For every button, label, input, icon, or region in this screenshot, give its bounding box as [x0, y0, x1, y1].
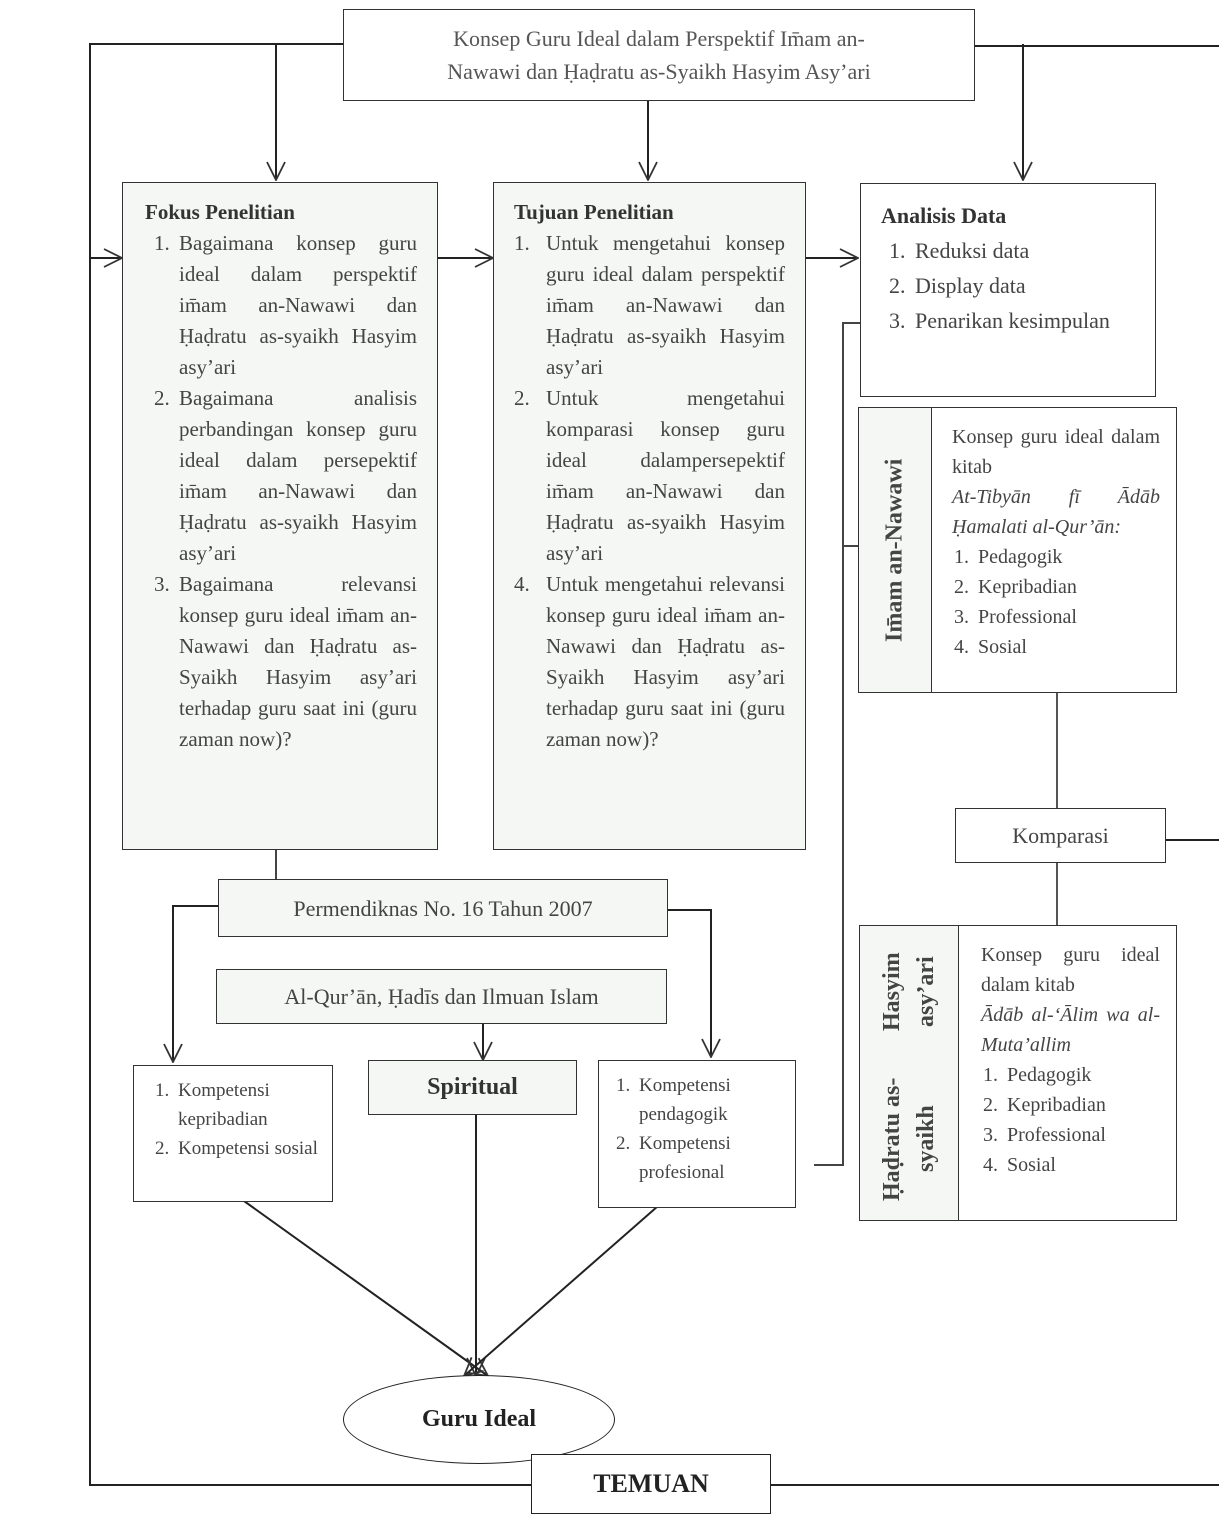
- tujuan-item-number: 1.: [514, 231, 530, 255]
- permendiknas-right-arrow: [667, 909, 711, 1057]
- hasyim-item: Professional: [1003, 1120, 1160, 1150]
- tujuan-item: Untuk mengetahui komparasi konsep guru i…: [546, 386, 785, 565]
- permendiknas-left-arrow: [173, 905, 218, 1062]
- komparasi-label: Komparasi: [1012, 823, 1109, 848]
- title-line-1: Konsep Guru Ideal dalam Perspektif Im̄am…: [453, 26, 865, 51]
- analisis-heading: Analisis Data: [881, 203, 1007, 228]
- analisis-item: Display data: [911, 268, 1145, 303]
- kompetensi-right-item: Kompetensi pendagogik: [635, 1071, 789, 1129]
- kompetensi-left-item: Kompetensi kepribadian: [174, 1076, 326, 1134]
- fokus-penelitian-box: Fokus Penelitian Bagaimana konsep guru i…: [122, 182, 438, 850]
- hasyim-label-line-1: Ḥaḍratu as-syaikh: [879, 1077, 939, 1201]
- tujuan-item: Untuk mengetahui relevansi konsep guru i…: [546, 572, 785, 751]
- tujuan-item-row: 4. Untuk mengetahui relevansi konsep gur…: [514, 569, 785, 755]
- hasyim-item: Pedagogik: [1003, 1060, 1160, 1090]
- kompetensi-left-item: Kompetensi sosial: [174, 1134, 326, 1163]
- guru-ideal-label: Guru Ideal: [421, 1406, 537, 1432]
- fokus-item: Bagaimana konsep guru ideal dalam perspe…: [175, 228, 417, 383]
- analisis-list: Reduksi data Display data Penarikan kesi…: [881, 233, 1145, 338]
- kompetensi-right-item: Kompetensi profesional: [635, 1129, 789, 1187]
- hasyim-label: Ḥaḍratu as-syaikh Hasyim asy’ari: [860, 926, 958, 1220]
- permendiknas-box: Permendiknas No. 16 Tahun 2007: [218, 879, 668, 937]
- nawawi-kitab: At-Tibyān fī Ādāb Ḥamalati al-Qur’ān:: [952, 486, 1160, 538]
- fokus-heading: Fokus Penelitian: [145, 200, 295, 224]
- hasyim-label-line-2: Hasyim asy’ari: [879, 952, 939, 1032]
- hasyim-intro: Konsep guru ideal dalam kitab: [981, 944, 1160, 996]
- temuan-label: TEMUAN: [593, 1469, 709, 1498]
- title-box: Konsep Guru Ideal dalam Perspektif Im̄am…: [343, 9, 975, 101]
- fokus-item: Bagaimana relevansi konsep guru ideal im…: [175, 569, 417, 755]
- kompetensi-left-list: Kompetensi kepribadian Kompetensi sosial: [152, 1076, 326, 1163]
- nawawi-item: Professional: [974, 602, 1160, 632]
- kompetensi-right-list: Kompetensi pendagogik Kompetensi profesi…: [613, 1071, 789, 1187]
- komparasi-box: Komparasi: [955, 808, 1166, 863]
- nawawi-intro: Konsep guru ideal dalam kitab: [952, 426, 1160, 478]
- tujuan-heading: Tujuan Penelitian: [514, 200, 674, 224]
- loop-left-line: [89, 43, 531, 1486]
- analisis-item: Reduksi data: [911, 233, 1145, 268]
- tujuan-list: 1. Untuk mengetahui konsep guru ideal da…: [514, 228, 785, 755]
- sources-box: Al-Qur’ān, Ḥadīs dan Ilmuan Islam: [216, 969, 667, 1024]
- nawawi-label-box: Im̄am an-Nawawi: [858, 407, 932, 693]
- tujuan-penelitian-box: Tujuan Penelitian 1. Untuk mengetahui ko…: [493, 182, 806, 850]
- tujuan-item-number: 4.: [514, 572, 530, 596]
- permendiknas-label: Permendiknas No. 16 Tahun 2007: [293, 895, 593, 921]
- tujuan-item: Untuk mengetahui konsep guru ideal dalam…: [546, 231, 785, 379]
- analisis-item: Penarikan kesimpulan: [911, 303, 1145, 338]
- guru-ideal-ellipse: Guru Ideal: [343, 1375, 615, 1464]
- nawawi-content-box: Konsep guru ideal dalam kitab At-Tibyān …: [931, 407, 1177, 693]
- spiritual-box: Spiritual: [368, 1060, 577, 1115]
- nawawi-list: Pedagogik Kepribadian Professional Sosia…: [952, 542, 1160, 662]
- hasyim-item: Kepribadian: [1003, 1090, 1160, 1120]
- spiritual-label: Spiritual: [427, 1074, 518, 1100]
- analisis-data-box: Analisis Data Reduksi data Display data …: [860, 183, 1156, 397]
- nawawi-item: Sosial: [974, 632, 1160, 662]
- nawawi-item: Pedagogik: [974, 542, 1160, 572]
- fokus-item: Bagaimana analisis perbandingan konsep g…: [175, 383, 417, 569]
- right-to-guru-arrow: [464, 1205, 659, 1376]
- kompetensi-left-box: Kompetensi kepribadian Kompetensi sosial: [133, 1065, 333, 1202]
- hasyim-item: Sosial: [1003, 1150, 1160, 1180]
- fokus-list: Bagaimana konsep guru ideal dalam perspe…: [145, 228, 417, 755]
- temuan-box: TEMUAN: [531, 1454, 771, 1514]
- left-to-guru-arrow: [243, 1200, 488, 1376]
- sources-label: Al-Qur’ān, Ḥadīs dan Ilmuan Islam: [284, 984, 599, 1009]
- hasyim-list: Pedagogik Kepribadian Professional Sosia…: [981, 1060, 1160, 1180]
- hasyim-kitab: Ādāb al-‘Ālim wa al-Muta’allim: [981, 1004, 1160, 1056]
- title-line-2: Nawawi dan Ḥaḍratu as-Syaikh Hasyim Asy’…: [447, 59, 871, 84]
- analisis-to-kompetensi-line: [814, 322, 862, 1166]
- tujuan-item-row: 2. Untuk mengetahui komparasi konsep gur…: [514, 383, 785, 569]
- tujuan-item-row: 1. Untuk mengetahui konsep guru ideal da…: [514, 228, 785, 383]
- hasyim-content-box: Konsep guru ideal dalam kitab Ādāb al-‘Ā…: [958, 925, 1177, 1221]
- tujuan-item-number: 2.: [514, 386, 530, 410]
- nawawi-item: Kepribadian: [974, 572, 1160, 602]
- kompetensi-right-box: Kompetensi pendagogik Kompetensi profesi…: [598, 1060, 796, 1208]
- nawawi-label: Im̄am an-Nawawi: [881, 458, 908, 642]
- hasyim-label-box: Ḥaḍratu as-syaikh Hasyim asy’ari: [859, 925, 959, 1221]
